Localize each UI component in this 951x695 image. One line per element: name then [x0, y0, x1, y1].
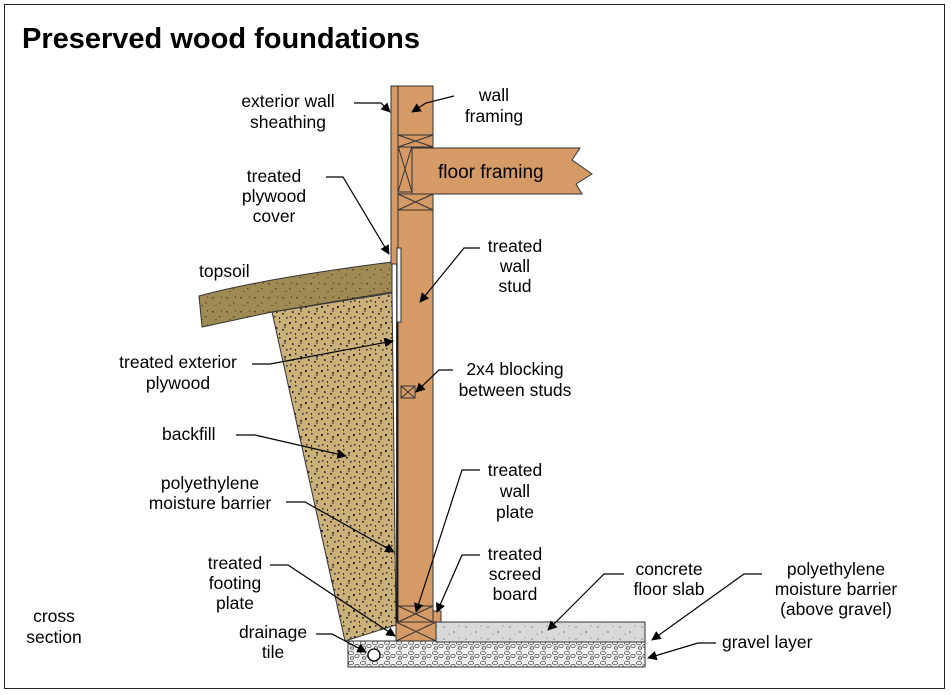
label-topsoil: topsoil [199, 261, 250, 281]
svg-text:backfill: backfill [162, 424, 216, 444]
treated-plywood-cover [396, 247, 402, 323]
backfill [271, 292, 397, 642]
topsoil [198, 261, 393, 328]
label-floor-framing: floor framing [438, 162, 544, 183]
gravel-layer [347, 640, 646, 668]
treated-screed-board [432, 610, 442, 623]
floor-joist [411, 147, 593, 195]
diagram-frame [4, 4, 945, 689]
drainage-tile [367, 648, 381, 662]
svg-text:gravel layer: gravel layer [722, 632, 813, 652]
label-gravel-layer: gravel layer [647, 632, 813, 661]
exterior-wall-sheathing [390, 85, 399, 265]
diagram-title: Preserved wood foundations [22, 23, 420, 55]
label-backfill: backfill [162, 424, 347, 459]
concrete-floor-slab [435, 621, 646, 643]
